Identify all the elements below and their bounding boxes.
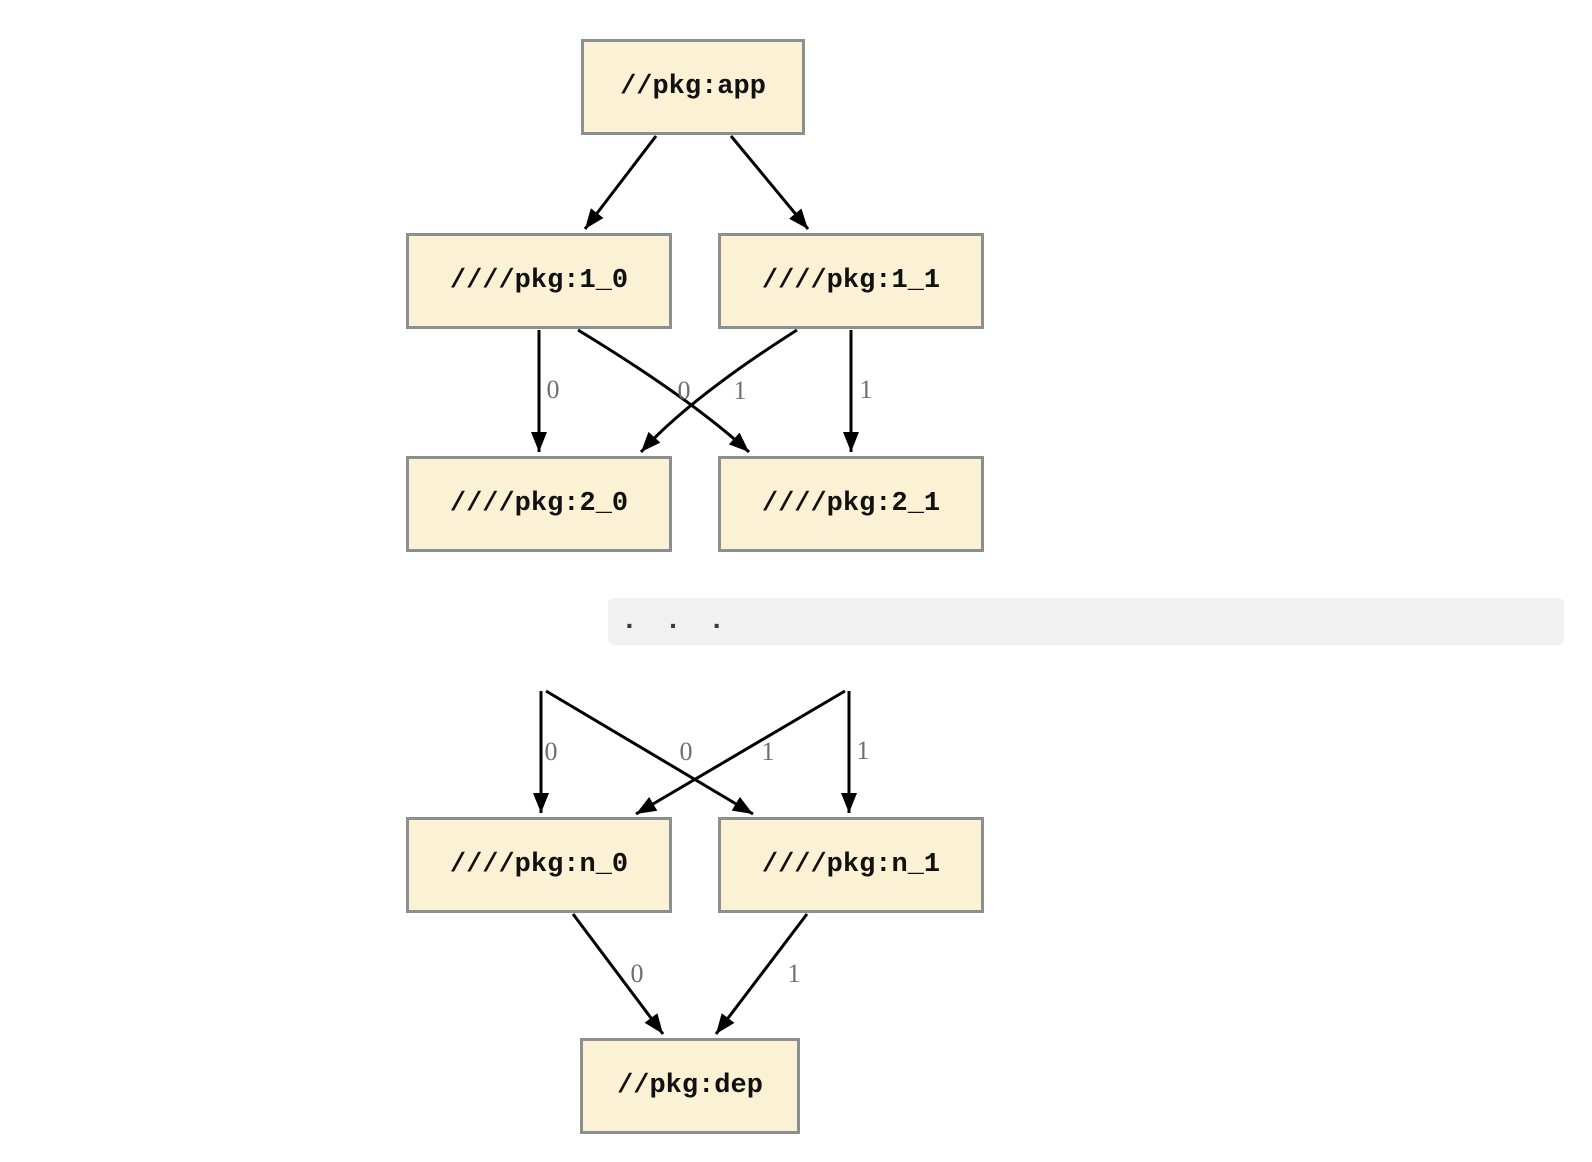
edge-label: 1 <box>761 737 775 766</box>
edge-label: 1 <box>787 959 801 988</box>
node-pkg-n_0: ////pkg:n_0 <box>406 817 672 913</box>
edge-hidden-to-n_0-cross <box>635 689 846 816</box>
edge-app-to-1_0 <box>583 135 658 230</box>
node-pkg-dep-label: //pkg:dep <box>617 1071 763 1101</box>
edge-label: 1 <box>733 376 747 405</box>
node-pkg-n_0-label: ////pkg:n_0 <box>449 850 629 880</box>
edge-1_1-to-2_0 <box>639 328 798 454</box>
ellipsis-text: . . . <box>621 606 731 637</box>
edge-label: 0 <box>630 959 644 988</box>
edge-hidden-to-n_1-cross <box>545 689 754 816</box>
edge-n_0-to-dep <box>571 913 665 1035</box>
node-pkg-app-label: //pkg:app <box>620 72 766 102</box>
collapsed-levels-band: . . . <box>608 598 1564 645</box>
node-pkg-2_0-label: ////pkg:2_0 <box>449 489 629 519</box>
node-pkg-1_1-label: ////pkg:1_1 <box>761 266 941 296</box>
node-pkg-1_1: ////pkg:1_1 <box>718 233 984 329</box>
node-pkg-n_1-label: ////pkg:n_1 <box>761 850 941 880</box>
edge-label: 0 <box>679 737 693 766</box>
edge-label: 0 <box>546 375 560 404</box>
edge-label: 0 <box>544 737 558 766</box>
edge-label: 1 <box>856 736 870 765</box>
node-pkg-1_0: ////pkg:1_0 <box>406 233 672 329</box>
node-pkg-1_0-label: ////pkg:1_0 <box>449 266 629 296</box>
node-pkg-2_1: ////pkg:2_1 <box>718 456 984 552</box>
node-pkg-2_1-label: ////pkg:2_1 <box>761 489 941 519</box>
node-pkg-2_0: ////pkg:2_0 <box>406 456 672 552</box>
node-pkg-n_1: ////pkg:n_1 <box>718 817 984 913</box>
edge-label: 0 <box>677 376 691 405</box>
edge-label: 1 <box>859 375 873 404</box>
node-pkg-dep: //pkg:dep <box>580 1038 800 1134</box>
edge-app-to-1_1 <box>729 135 810 230</box>
node-pkg-app: //pkg:app <box>581 39 805 135</box>
edge-1_0-to-2_1 <box>577 328 751 454</box>
